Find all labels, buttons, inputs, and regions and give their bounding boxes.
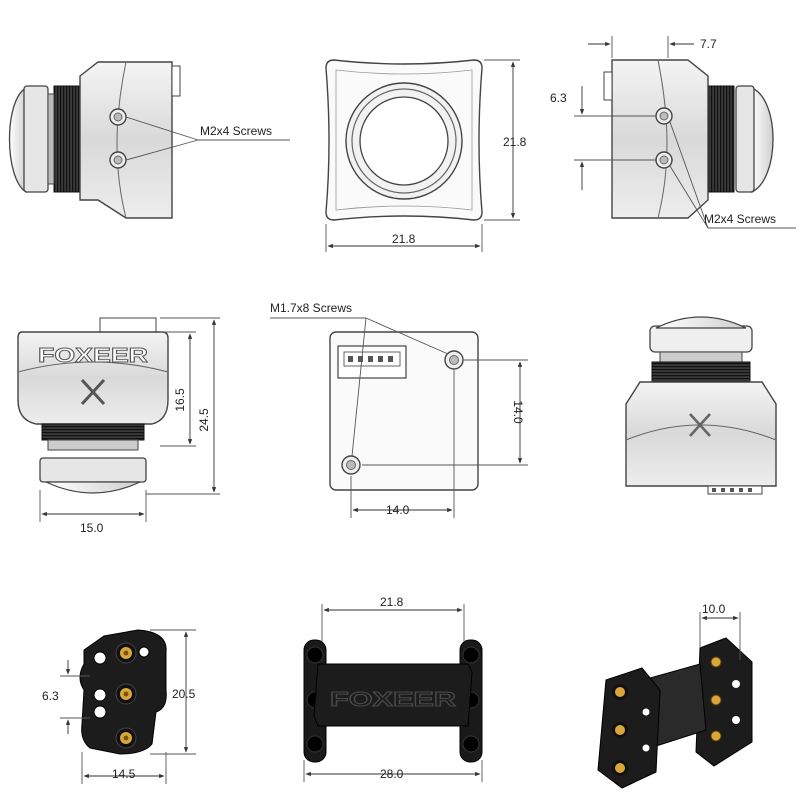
camera-body — [79, 61, 173, 219]
bracket — [313, 663, 473, 727]
body-height-dim: 16.5 — [173, 388, 187, 412]
lens-collar — [47, 93, 55, 185]
camera-body — [625, 381, 777, 487]
front-body-view: FOXEER 16.5 24.5 15.0 — [17, 317, 220, 535]
lens-dome — [751, 87, 774, 194]
inner-width-dim: 21.8 — [380, 595, 404, 609]
focus-ring-knurl — [651, 361, 751, 383]
body-chamfer — [116, 61, 127, 219]
bracket-plate — [597, 667, 661, 789]
bracket-3d-width-dim: 10.0 — [702, 602, 726, 616]
brand-logo: FOXEER — [38, 345, 149, 367]
brass-insert — [115, 683, 137, 705]
bracket-side-view: 6.3 20.5 14.5 — [42, 629, 196, 784]
total-height-dim: 24.5 — [197, 408, 211, 432]
brass-insert — [710, 730, 722, 742]
lens-ring — [649, 325, 753, 353]
back-view: M1.7x8 Screws 14.0 14.0 — [270, 301, 528, 518]
x-logo-icon — [80, 378, 106, 406]
hole-gap-dim: 6.3 — [42, 689, 59, 703]
camera-body — [17, 331, 169, 425]
hole-spacing-v-dim: 14.0 — [511, 400, 525, 424]
lens-dome — [655, 316, 747, 329]
lens-ring — [23, 85, 49, 193]
front-width-dim: 21.8 — [392, 232, 416, 246]
hole-spacing-h-dim: 14.0 — [386, 503, 410, 517]
brass-insert — [612, 760, 628, 776]
front-height-dim: 21.8 — [503, 135, 527, 149]
focus-ring-knurl — [707, 85, 735, 193]
screw-callout: M2x4 Screws — [200, 124, 272, 138]
depth-dim: 7.7 — [700, 37, 717, 51]
lens-ring — [735, 85, 755, 193]
side-view-right: 7.7 6.3 M2x4 Screws — [550, 36, 796, 229]
connector-port — [707, 485, 763, 495]
side-view-left: M2x4 Screws — [8, 61, 290, 219]
bracket-height-dim: 20.5 — [172, 687, 196, 701]
outer-width-dim: 28.0 — [380, 767, 404, 781]
screw-gap-dim: 6.3 — [550, 91, 567, 105]
brass-insert — [612, 722, 628, 738]
perspective-view — [625, 316, 777, 495]
lens-dome — [45, 481, 141, 494]
x-logo-icon — [689, 413, 711, 437]
brass-insert — [115, 727, 137, 749]
focus-ring-knurl — [41, 423, 145, 441]
rear-tab — [171, 65, 181, 97]
brass-insert — [612, 684, 628, 700]
brass-insert — [710, 694, 722, 706]
screw-callout: M1.7x8 Screws — [270, 301, 352, 315]
lens-ring — [39, 457, 147, 483]
rear-tab — [603, 71, 613, 101]
lens-glass — [359, 96, 449, 186]
bracket-logo: FOXEER — [330, 689, 457, 711]
width-dim: 15.0 — [80, 521, 104, 535]
bracket-plate — [695, 637, 753, 767]
front-view: 21.8 21.8 — [325, 59, 527, 252]
screw-callout: M2x4 Screws — [704, 212, 776, 226]
bracket-perspective-view: 10.0 — [597, 602, 753, 789]
camera-body — [611, 59, 709, 219]
brass-insert — [115, 642, 137, 664]
focus-ring-knurl — [53, 85, 81, 193]
bracket-front-view: FOXEER 21.8 28.0 — [303, 595, 483, 782]
bracket-width-dim: 14.5 — [112, 767, 136, 781]
top-tab — [99, 317, 157, 333]
brass-insert — [710, 656, 722, 668]
